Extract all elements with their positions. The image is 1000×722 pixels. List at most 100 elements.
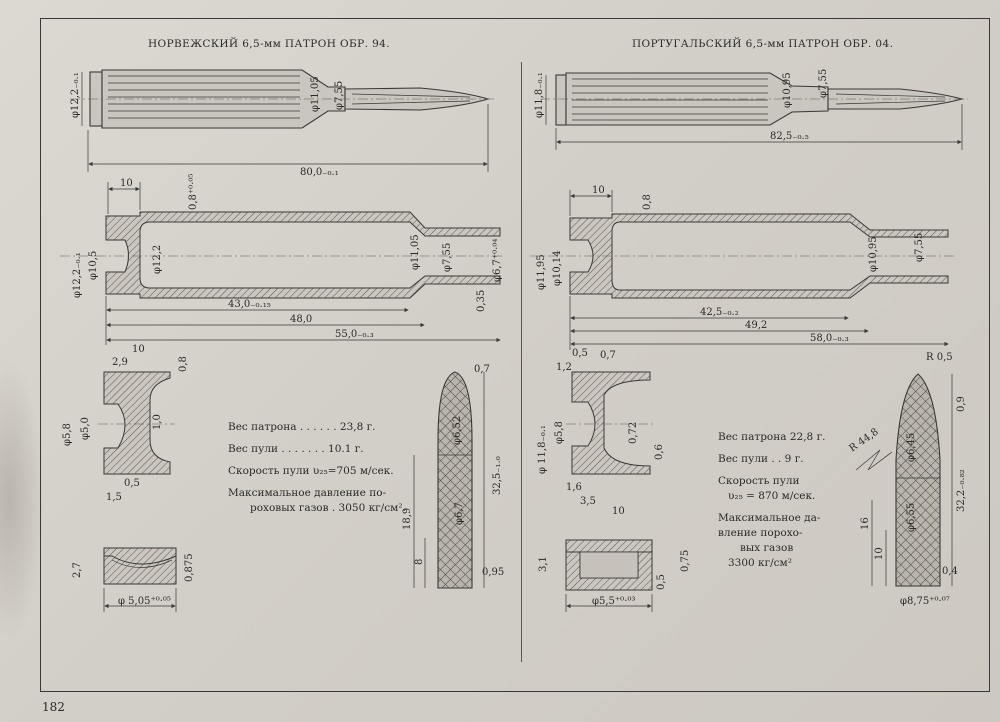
left-sec-d67: φ6,7⁺⁰·⁰⁴ (492, 239, 503, 282)
left-base-10: 10 (132, 344, 145, 355)
right-bullet-10: 10 (874, 547, 885, 560)
right-base-118: φ 11,8₋₀.₁ (537, 425, 548, 474)
page-frame (40, 18, 990, 692)
left-base-58: φ5,8 (62, 423, 73, 446)
left-specs: Вес патрона . . . . . . 23,8 г. Вес пули… (228, 420, 406, 516)
left-len-43: 43,0₋₀.₁₅ (228, 299, 271, 310)
right-base-detail: 0,5 0,7 1,2 φ 11,8₋₀.₁ φ5,8 0,72 0,6 1,6… (537, 348, 665, 517)
left-sec-d755: φ7,55 (442, 243, 453, 272)
left-bullet-section: 32,5₋₁.₀ 18,9 8 φ6,52 φ6,7 0,95 0,7 (402, 364, 504, 589)
right-bullet-len: 32,2₋₀.₈₂ (956, 469, 967, 512)
right-base-07: 0,7 (600, 350, 616, 361)
right-dim-total-length: 82,5₋₀.₅ (770, 131, 809, 142)
right-velocity-2: υ₂₅ = 870 м/сек. (728, 490, 816, 502)
column-divider (521, 62, 522, 662)
left-title: НОРВЕЖСКИЙ 6,5-мм ПАТРОН ОБР. 94. (148, 38, 390, 50)
left-base-08: 0,8 (178, 356, 189, 372)
left-dim-neck: φ7,55 (334, 81, 345, 110)
left-dim-rim: φ12,2₋₀.₁ (70, 72, 81, 118)
right-bullet-16: 16 (860, 517, 871, 530)
left-base-10b: 1,0 (152, 414, 163, 430)
left-case-section: 10 0,8⁺⁰·⁰⁵ φ12,2₋₀.₁ φ10,5 φ12,2 φ11,05… (60, 174, 505, 345)
left-primer-27: 2,7 (72, 562, 83, 578)
right-primer-55: φ5,5⁺⁰·⁰³ (592, 596, 635, 607)
left-sec-d105: φ10,5 (88, 251, 99, 280)
right-sec-top-10: 10 (592, 185, 605, 196)
right-sec-d1095: φ10,95 (868, 236, 879, 272)
left-pressure-2: роховых газов . 3050 кг/см². (250, 502, 406, 514)
left-bullet-652: φ6,52 (452, 416, 463, 445)
right-base-16: 1,6 (566, 482, 582, 493)
right-velocity-1: Скорость пули (718, 475, 800, 487)
left-bullet-095: 0,95 (482, 567, 504, 578)
right-case-section: 10 0,8 φ11,95 φ10,14 φ10,95 φ7,55 42,5₋₀… (530, 185, 955, 350)
right-bullet-r05: R 0,5 (926, 352, 953, 363)
left-base-detail: 2,9 10 0,8 φ5,8 φ5,0 1,0 1,5 0,5 (62, 344, 189, 503)
left-primer-detail: φ 5,05⁺⁰·⁰⁵ 2,7 0,875 (72, 547, 195, 612)
right-bullet-655: φ6,55 (906, 503, 917, 532)
right-sec-d1014: φ10,14 (552, 250, 563, 286)
right-base-05: 0,5 (572, 348, 588, 359)
left-cartridge-exterior: 80,0₋₀.₁ φ12,2₋₀.₁ φ11,05 φ7,55 (70, 69, 495, 178)
right-dim-neck: φ7,55 (818, 69, 829, 98)
left-primer-505: φ 5,05⁺⁰·⁰⁵ (118, 596, 171, 607)
right-pressure-1: Максимальное да- (718, 512, 821, 524)
right-len-58: 58,0₋₀.₃ (810, 333, 849, 344)
right-primer-05: 0,5 (656, 574, 667, 590)
left-bullet-67: φ6,7 (454, 502, 465, 525)
left-sec-top-08: 0,8⁺⁰·⁰⁵ (188, 174, 199, 210)
left-primer-075: 0,875 (184, 553, 195, 582)
right-base-35: 3,5 (580, 496, 596, 507)
right-sec-d1195: φ11,95 (536, 254, 547, 290)
left-bullet-len: 32,5₋₁.₀ (492, 456, 503, 495)
left-base-05: 0,5 (124, 478, 140, 489)
right-pressure-2: вление порохо- (718, 527, 803, 539)
right-pressure-3: вых газов (740, 542, 794, 554)
right-title: ПОРТУГАЛЬСКИЙ 6,5-мм ПАТРОН ОБР. 04. (632, 38, 894, 50)
right-bullet-875: φ8,75⁺⁰·⁰⁷ (900, 596, 950, 607)
right-cartridge-weight: Вес патрона 22,8 г. (718, 431, 826, 443)
water-stain (0, 360, 45, 640)
right-base-10: 10 (612, 506, 625, 517)
right-pressure-4: 3300 кг/см² (728, 557, 792, 569)
right-cartridge-exterior: 82,5₋₀.₅ φ11,8₋₀.₁ φ10,95 φ7,55 (534, 69, 968, 150)
right-bullet-r448: R 44,8 (847, 427, 880, 455)
left-sec-d122b: φ12,2₋₀.₁ (72, 252, 83, 298)
right-base-12: 1,2 (556, 362, 572, 373)
right-bullet-04: 0,4 (942, 566, 958, 577)
right-sec-top-08: 0,8 (642, 194, 653, 210)
left-sec-top-10: 10 (120, 178, 133, 189)
right-len-492: 49,2 (745, 320, 767, 331)
right-specs: Вес патрона 22,8 г. Вес пули . . 9 г. Ск… (718, 430, 825, 571)
right-dim-rim: φ11,8₋₀.₁ (534, 72, 545, 118)
right-primer-detail: φ5,5⁺⁰·⁰³ 3,1 0,5 0,75 (538, 539, 691, 612)
left-base-50: φ5,0 (80, 417, 91, 440)
right-bullet-weight: Вес пули . . 9 г. (718, 453, 804, 465)
left-pressure-1: Максимальное давление по- (228, 487, 387, 499)
right-sec-d75: φ7,55 (914, 233, 925, 262)
left-base-15: 1,5 (106, 492, 122, 503)
left-sec-d1105: φ11,05 (410, 234, 421, 270)
left-sec-035: 0,35 (476, 290, 487, 312)
left-velocity: Скорость пули υ₂₅=705 м/сек. (228, 465, 394, 477)
right-primer-075: 0,75 (680, 550, 691, 572)
left-bullet-weight: Вес пули . . . . . . . 10.1 г. (228, 443, 364, 455)
left-len-48: 48,0 (290, 314, 312, 325)
right-bullet-09: 0,9 (956, 396, 967, 412)
left-bullet-8: 8 (414, 559, 425, 565)
right-base-06: 0,6 (654, 444, 665, 460)
left-bullet-07: 0,7 (474, 364, 490, 375)
right-base-58: φ5,8 (554, 421, 565, 444)
left-base-29: 2,9 (112, 357, 128, 368)
left-sec-d122: φ12,2 (152, 245, 163, 274)
left-dim-total-length: 80,0₋₀.₁ (300, 167, 339, 178)
left-bullet-189: 18,9 (402, 508, 413, 530)
right-dim-shoulder: φ10,95 (782, 72, 793, 108)
right-primer-31: 3,1 (538, 556, 549, 572)
right-base-072: 0,72 (628, 422, 639, 444)
right-len-425: 42,5₋₀.₂ (700, 307, 739, 318)
left-cartridge-weight: Вес патрона . . . . . . 23,8 г. (228, 421, 376, 433)
right-bullet-645: φ6,45 (906, 433, 917, 462)
